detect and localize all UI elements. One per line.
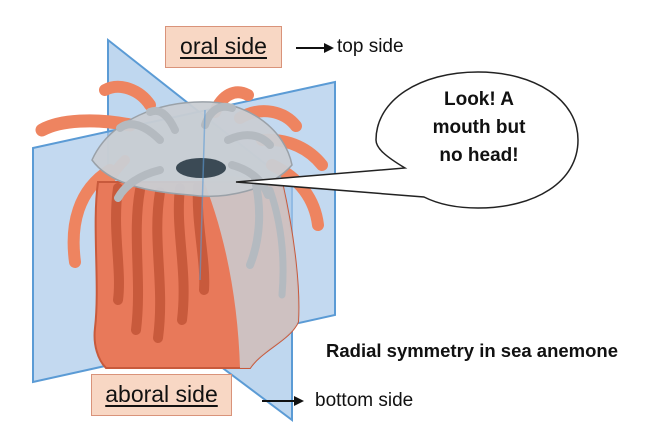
oral-tentacles [114, 102, 287, 299]
speech-bubble-text: Look! A mouth but no head! [415, 86, 543, 170]
bottom-side-label: bottom side [315, 390, 414, 411]
oral-side-label: oral side [165, 26, 282, 68]
mouth [176, 158, 226, 178]
bubble-line: Look! A [443, 89, 514, 110]
top-side-label: top side [337, 36, 404, 57]
figure-caption: Radial symmetry in sea anemone [326, 340, 619, 361]
bubble-line: mouth but [432, 117, 526, 138]
aboral-side-label: aboral side [91, 374, 232, 416]
body-shadow-overlay [200, 172, 299, 368]
oral-arrow [296, 43, 334, 53]
bubble-line: no head! [439, 145, 519, 166]
speech-bubble [235, 71, 579, 209]
aboral-arrow [262, 396, 304, 406]
vertical-plane-front-edge [199, 109, 206, 281]
